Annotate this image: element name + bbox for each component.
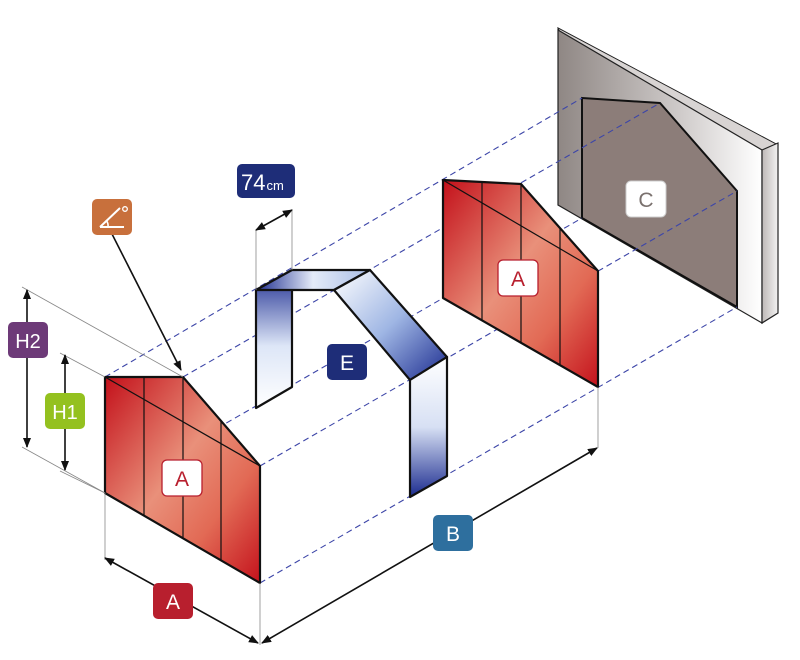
segment-width-unit: cm bbox=[266, 178, 283, 193]
svg-text:B: B bbox=[446, 523, 460, 546]
roof-angle-icon bbox=[92, 199, 132, 235]
arch-label: E bbox=[327, 344, 367, 380]
width-label: A bbox=[153, 583, 193, 619]
segment-width-value: 74 bbox=[241, 170, 265, 195]
wall-label: C bbox=[625, 180, 667, 218]
segment-width-label: 74cm bbox=[237, 164, 295, 198]
svg-text:74cm: 74cm bbox=[241, 170, 284, 195]
side-panel-back-label: A bbox=[497, 259, 539, 297]
svg-text:E: E bbox=[340, 352, 354, 375]
svg-text:A: A bbox=[166, 591, 180, 614]
svg-text:A: A bbox=[511, 268, 525, 291]
h1-label: H1 bbox=[45, 393, 85, 429]
svg-text:H2: H2 bbox=[15, 331, 41, 353]
h2-label: H2 bbox=[8, 322, 48, 358]
svg-text:A: A bbox=[175, 468, 189, 491]
side-panel-front-label: A bbox=[161, 459, 203, 497]
length-label: B bbox=[433, 515, 473, 551]
svg-text:C: C bbox=[638, 189, 653, 212]
svg-text:H1: H1 bbox=[52, 402, 78, 424]
arch-frame bbox=[254, 268, 449, 499]
